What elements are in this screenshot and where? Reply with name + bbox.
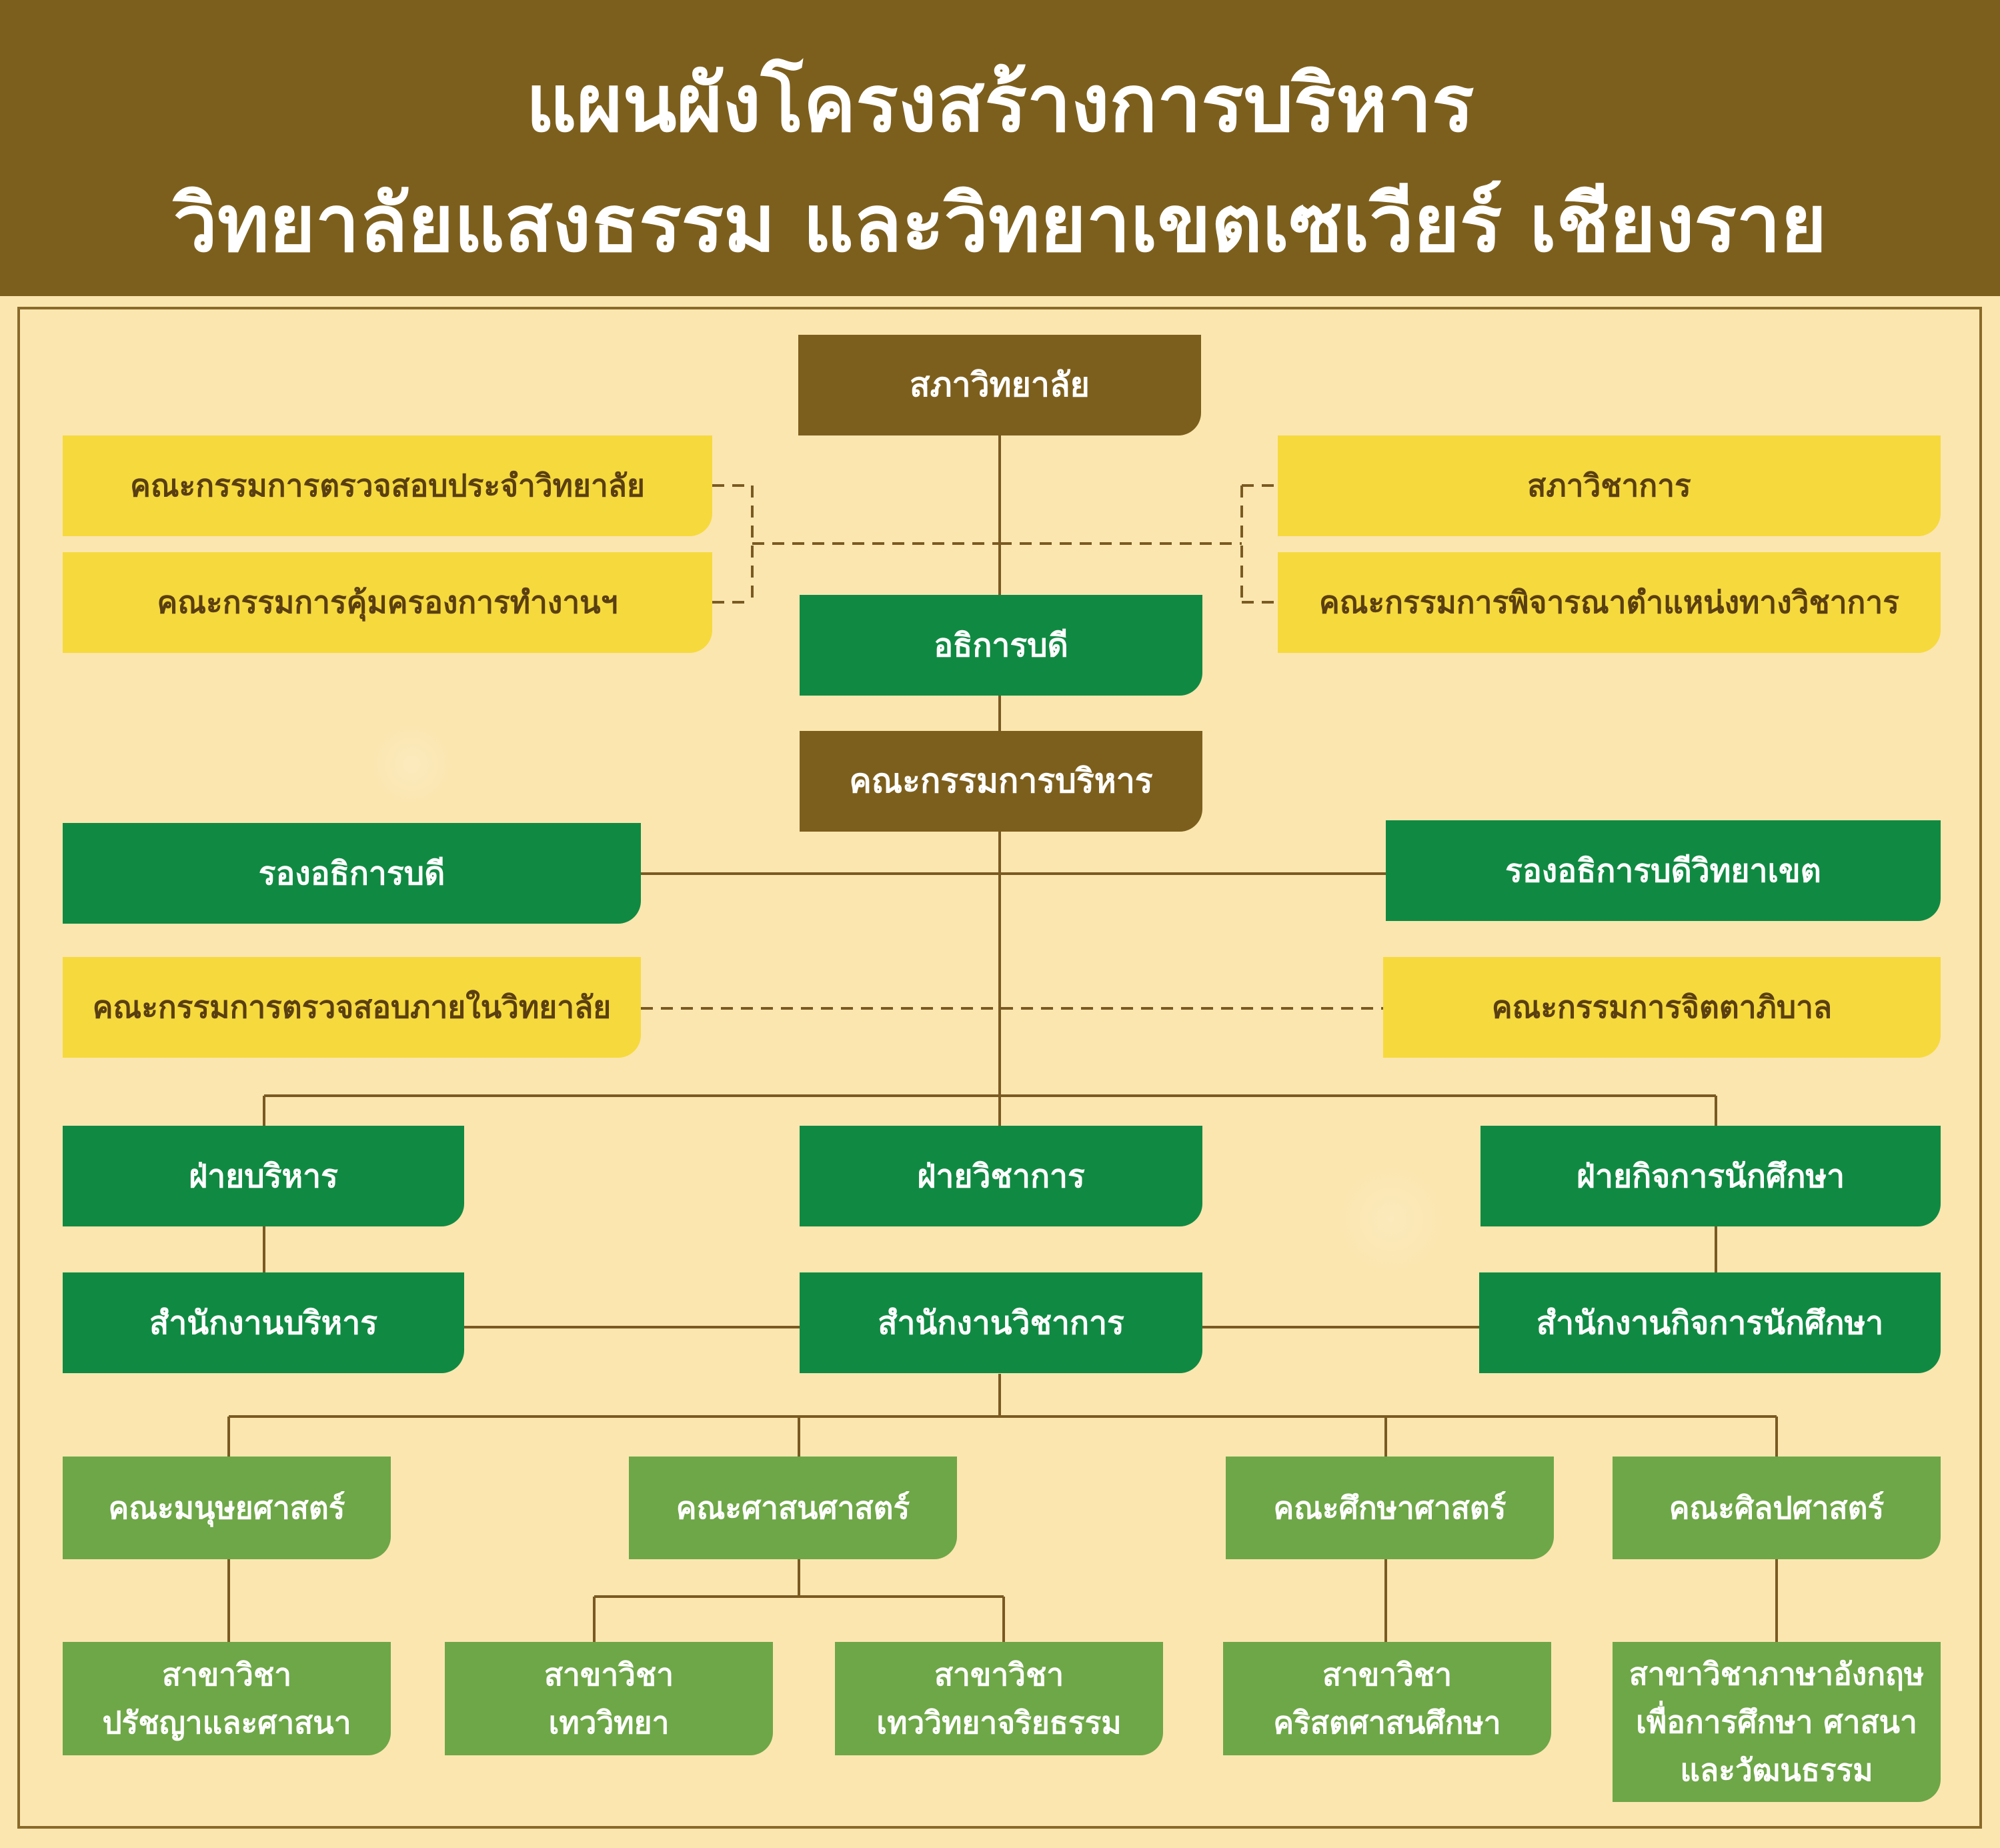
admin-office-label: สำนักงานบริหาร — [149, 1304, 377, 1342]
faculty-humanities-box: คณะมนุษยศาสตร์ — [63, 1457, 391, 1559]
major-moral-theology-line1: สาขาวิชา — [934, 1657, 1064, 1693]
pastoral-committee-label: คณะกรรมการจิตตาภิบาล — [1491, 989, 1833, 1025]
executive-committee-box: คณะกรรมการบริหาร — [800, 731, 1202, 832]
major-english-line1: สาขาวิชาภาษาอังกฤษ — [1629, 1656, 1925, 1692]
president-box: อธิการบดี — [800, 595, 1202, 696]
pastoral-committee-box: คณะกรรมการจิตตาภิบาล — [1383, 957, 1941, 1058]
major-moral-theology-box: สาขาวิชา เทววิทยาจริยธรรม — [835, 1642, 1163, 1755]
internal-audit-label: คณะกรรมการตรวจสอบภายในวิทยาลัย — [92, 989, 612, 1025]
executive-committee-label: คณะกรรมการบริหาร — [849, 762, 1153, 800]
academic-division-label: ฝ่ายวิชาการ — [917, 1157, 1085, 1195]
faculty-education-label: คณะศึกษาศาสตร์ — [1273, 1490, 1507, 1526]
major-theology-line1: สาขาวิชา — [544, 1657, 674, 1693]
chart-title-line2: วิทยาลัยแสงธรรม และวิทยาเขตเซเวียร์ เชีย… — [173, 177, 1827, 269]
admin-office-box: สำนักงานบริหาร — [63, 1272, 464, 1373]
admin-division-box: ฝ่ายบริหาร — [63, 1126, 464, 1226]
academic-division-box: ฝ่ายวิชาการ — [800, 1126, 1202, 1226]
major-christian-ed-line2: คริสตศาสนศึกษา — [1273, 1705, 1501, 1741]
vice-president-campus-label: รองอธิการบดีวิทยาเขต — [1505, 852, 1821, 890]
academic-position-box: คณะกรรมการพิจารณาตำแหน่งทางวิชาการ — [1278, 552, 1941, 653]
student-division-label: ฝ่ายกิจการนักศึกษา — [1576, 1157, 1845, 1195]
vice-president-campus-box: รองอธิการบดีวิทยาเขต — [1386, 820, 1941, 921]
major-moral-theology-line2: เทววิทยาจริยธรรม — [876, 1705, 1122, 1741]
admin-division-label: ฝ่ายบริหาร — [189, 1157, 338, 1195]
vice-president-label: รองอธิการบดี — [258, 854, 445, 892]
work-protection-box: คณะกรรมการคุ้มครองการทำงานฯ — [63, 552, 712, 653]
major-english-line2: เพื่อการศึกษา ศาสนา — [1636, 1704, 1917, 1740]
major-theology-box: สาขาวิชา เทววิทยา — [445, 1642, 773, 1755]
faculty-arts-label: คณะศิลปศาสตร์ — [1669, 1490, 1885, 1526]
header-banner: แผนผังโครงสร้างการบริหาร วิทยาลัยแสงธรรม… — [0, 0, 2000, 296]
vice-president-box: รองอธิการบดี — [63, 823, 641, 924]
academic-position-label: คณะกรรมการพิจารณาตำแหน่งทางวิชาการ — [1319, 584, 1899, 620]
academic-office-label: สำนักงานวิชาการ — [878, 1304, 1124, 1342]
major-christian-ed-line1: สาขาวิชา — [1322, 1657, 1452, 1693]
student-office-box: สำนักงานกิจการนักศึกษา — [1479, 1272, 1941, 1373]
major-philosophy-line1: สาขาวิชา — [161, 1657, 292, 1693]
major-english-box: สาขาวิชาภาษาอังกฤษ เพื่อการศึกษา ศาสนา แ… — [1613, 1642, 1941, 1802]
academic-office-box: สำนักงานวิชาการ — [800, 1272, 1202, 1373]
student-office-label: สำนักงานกิจการนักศึกษา — [1536, 1304, 1884, 1342]
academic-council-label: สภาวิชาการ — [1527, 468, 1691, 504]
major-christian-ed-box: สาขาวิชา คริสตศาสนศึกษา — [1223, 1642, 1551, 1755]
academic-council-box: สภาวิชาการ — [1278, 435, 1941, 536]
major-philosophy-line2: ปรัชญาและศาสนา — [102, 1705, 351, 1741]
faculty-religion-box: คณะศาสนศาสตร์ — [629, 1457, 957, 1559]
student-division-box: ฝ่ายกิจการนักศึกษา — [1480, 1126, 1941, 1226]
audit-committee-label: คณะกรรมการตรวจสอบประจำวิทยาลัย — [130, 468, 645, 504]
faculty-arts-box: คณะศิลปศาสตร์ — [1613, 1457, 1941, 1559]
president-label: อธิการบดี — [934, 626, 1068, 664]
council-box: สภาวิทยาลัย — [798, 335, 1201, 435]
council-label: สภาวิทยาลัย — [910, 365, 1090, 404]
work-protection-label: คณะกรรมการคุ้มครองการทำงานฯ — [157, 584, 618, 620]
faculty-humanities-label: คณะมนุษยศาสตร์ — [108, 1490, 345, 1526]
faculty-religion-label: คณะศาสนศาสตร์ — [676, 1490, 910, 1526]
faculty-education-box: คณะศึกษาศาสตร์ — [1226, 1457, 1554, 1559]
audit-committee-box: คณะกรรมการตรวจสอบประจำวิทยาลัย — [63, 435, 712, 536]
internal-audit-box: คณะกรรมการตรวจสอบภายในวิทยาลัย — [63, 957, 641, 1058]
chart-title-line1: แผนผังโครงสร้างการบริหาร — [526, 57, 1474, 149]
major-philosophy-box: สาขาวิชา ปรัชญาและศาสนา — [63, 1642, 391, 1755]
major-english-line3: และวัฒนธรรม — [1680, 1752, 1873, 1788]
major-theology-line2: เทววิทยา — [548, 1705, 670, 1741]
